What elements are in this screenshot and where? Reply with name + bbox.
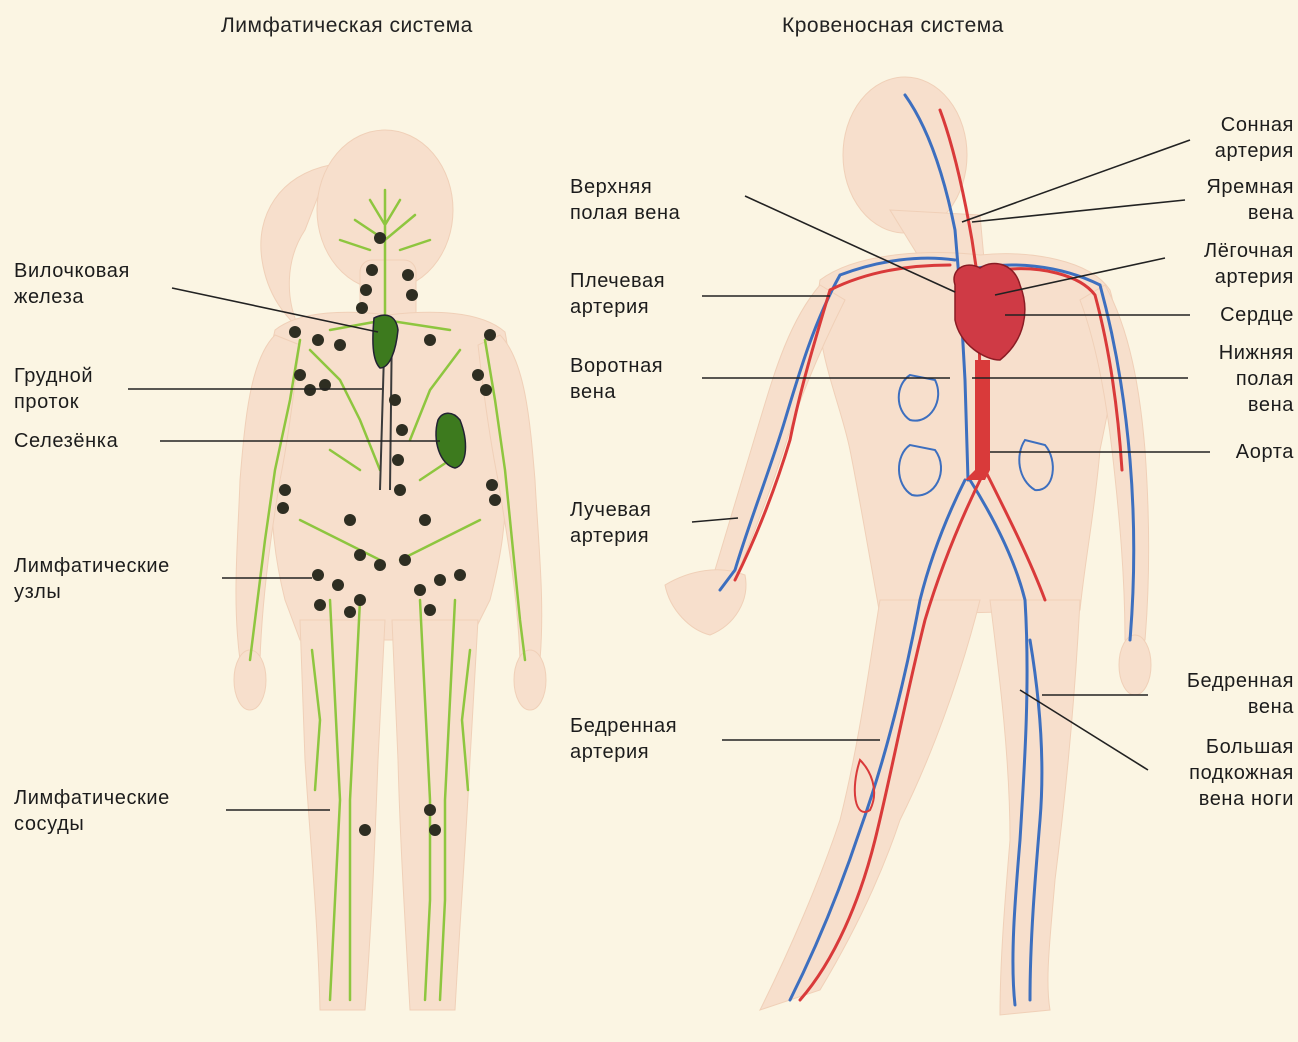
- label-carotid-artery: Сонная артерия: [1215, 112, 1294, 164]
- label-femoral-vein: Бедренная вена: [1187, 668, 1294, 720]
- label-spleen: Селезёнка: [14, 428, 118, 454]
- label-radial-artery-line2: артерия: [570, 523, 651, 549]
- label-brachial-artery-line1: Плечевая: [570, 268, 665, 294]
- label-portal-vein-line2: вена: [570, 379, 663, 405]
- label-heart: Сердце: [1220, 302, 1294, 328]
- label-lymph-vessels: Лимфатические сосуды: [14, 785, 170, 837]
- label-spleen-line1: Селезёнка: [14, 428, 118, 454]
- label-carotid-artery-line1: Сонная: [1215, 112, 1294, 138]
- label-heart-line1: Сердце: [1220, 302, 1294, 328]
- label-jugular-vein: Яремная вена: [1206, 174, 1294, 226]
- label-pulmonary-artery: Лёгочная артерия: [1204, 238, 1294, 290]
- label-great-saphenous-vein-line3: вена ноги: [1189, 786, 1294, 812]
- label-great-saphenous-vein-line2: подкожная: [1189, 760, 1294, 786]
- label-aorta: Аорта: [1236, 439, 1294, 465]
- label-femoral-artery-line1: Бедренная: [570, 713, 677, 739]
- label-jugular-vein-line1: Яремная: [1206, 174, 1294, 200]
- label-lymph-nodes: Лимфатические узлы: [14, 553, 170, 605]
- label-lymph-nodes-line1: Лимфатические: [14, 553, 170, 579]
- label-inferior-vena-cava-line3: вена: [1219, 392, 1294, 418]
- label-brachial-artery-line2: артерия: [570, 294, 665, 320]
- label-thymus: Вилочковая железа: [14, 258, 130, 310]
- label-femoral-artery: Бедренная артерия: [570, 713, 677, 765]
- label-thoracic-duct-line2: проток: [14, 389, 93, 415]
- circulatory-system-title: Кровеносная система: [782, 14, 1004, 38]
- label-carotid-artery-line2: артерия: [1215, 138, 1294, 164]
- label-radial-artery: Лучевая артерия: [570, 497, 651, 549]
- label-brachial-artery: Плечевая артерия: [570, 268, 665, 320]
- label-portal-vein-line1: Воротная: [570, 353, 663, 379]
- label-thoracic-duct-line1: Грудной: [14, 363, 93, 389]
- label-lymph-vessels-line1: Лимфатические: [14, 785, 170, 811]
- label-lymph-nodes-line2: узлы: [14, 579, 170, 605]
- label-femoral-vein-line2: вена: [1187, 694, 1294, 720]
- label-radial-artery-line1: Лучевая: [570, 497, 651, 523]
- label-superior-vena-cava-line2: полая вена: [570, 200, 680, 226]
- label-lymph-vessels-line2: сосуды: [14, 811, 170, 837]
- circulatory-body-silhouette: [665, 77, 1151, 1015]
- label-pulmonary-artery-line1: Лёгочная: [1204, 238, 1294, 264]
- label-thymus-line2: железа: [14, 284, 130, 310]
- label-jugular-vein-line2: вена: [1206, 200, 1294, 226]
- label-pulmonary-artery-line2: артерия: [1204, 264, 1294, 290]
- label-thoracic-duct: Грудной проток: [14, 363, 93, 415]
- lymphatic-system-title: Лимфатическая система: [221, 14, 473, 38]
- label-great-saphenous-vein-line1: Большая: [1189, 734, 1294, 760]
- label-superior-vena-cava-line1: Верхняя: [570, 174, 680, 200]
- label-inferior-vena-cava: Нижняя полая вена: [1219, 340, 1294, 418]
- lymphatic-body-silhouette: [234, 130, 546, 1010]
- label-portal-vein: Воротная вена: [570, 353, 663, 405]
- label-great-saphenous-vein: Большая подкожная вена ноги: [1189, 734, 1294, 812]
- label-femoral-artery-line2: артерия: [570, 739, 677, 765]
- label-aorta-line1: Аорта: [1236, 439, 1294, 465]
- label-superior-vena-cava: Верхняя полая вена: [570, 174, 680, 226]
- label-inferior-vena-cava-line1: Нижняя: [1219, 340, 1294, 366]
- label-femoral-vein-line1: Бедренная: [1187, 668, 1294, 694]
- label-thymus-line1: Вилочковая: [14, 258, 130, 284]
- label-inferior-vena-cava-line2: полая: [1219, 366, 1294, 392]
